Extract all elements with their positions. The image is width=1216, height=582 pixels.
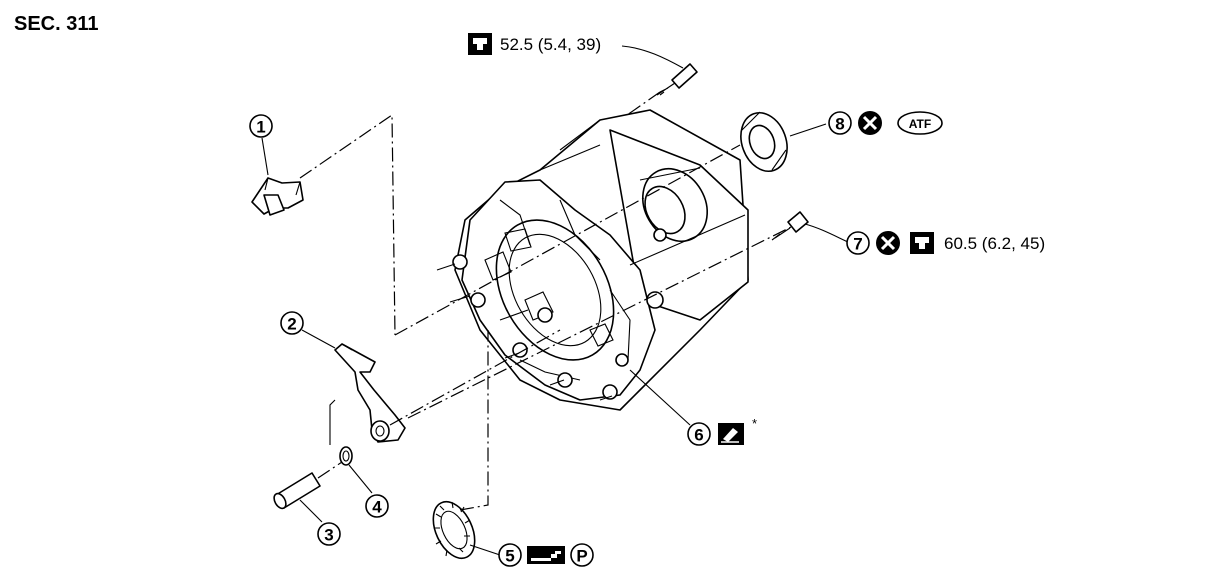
part-3-pin (273, 472, 321, 510)
leader-7 (804, 223, 849, 243)
leader-5 (469, 544, 501, 556)
svg-text:5: 5 (505, 547, 514, 566)
part-7-bolt (771, 211, 809, 241)
axis-line-upper (394, 144, 741, 336)
callout-4: 4 (365, 494, 389, 518)
callout-6: 6 (687, 422, 711, 446)
transfer-case-housing (436, 109, 749, 411)
axis-line-lever (389, 329, 561, 426)
leader-2 (301, 329, 336, 349)
svg-text:3: 3 (324, 526, 333, 545)
leader-4 (348, 464, 373, 494)
leader-8 (789, 123, 827, 137)
part-8-oil-seal (740, 111, 788, 172)
p-circle-icon: P (570, 543, 594, 567)
axis-line-part1 (299, 113, 396, 336)
leader-1 (261, 137, 269, 176)
section-label: SEC. 311 (14, 13, 99, 35)
svg-text:8: 8 (835, 115, 844, 134)
x-replace-icon (876, 231, 900, 255)
svg-text:4: 4 (372, 498, 382, 517)
part-4-washer (339, 446, 353, 466)
torque-spec-7: 60.5 (6.2, 45) (944, 234, 1045, 253)
axis-line-part5 (459, 330, 489, 511)
callout-7: 7 (846, 231, 870, 255)
part-1-bracket (251, 177, 304, 216)
leader-3 (299, 499, 323, 523)
torque-wrench-icon (910, 232, 934, 254)
svg-text:1: 1 (256, 118, 265, 137)
torque-spec-top: 52.5 (5.4, 39) (500, 35, 601, 54)
svg-text:6: 6 (694, 426, 703, 445)
callout-1: 1 (249, 114, 273, 138)
torque-wrench-icon (468, 33, 492, 55)
axis-line-washer (317, 461, 343, 479)
asterisk-note: * (752, 416, 757, 431)
svg-text:P: P (576, 547, 587, 566)
svg-text:7: 7 (853, 235, 862, 254)
part-2-shift-lever (329, 343, 406, 445)
svg-text:ATF: ATF (909, 117, 931, 131)
callout-5: 5 (498, 543, 522, 567)
leader-top-bolt (621, 45, 684, 69)
grease-icon (527, 546, 565, 564)
part-5-thrust-washer (432, 500, 476, 560)
sealant-icon (718, 423, 744, 445)
svg-text:2: 2 (287, 315, 296, 334)
callout-3: 3 (317, 522, 341, 546)
axis-line-lower (407, 224, 796, 419)
leader-6 (629, 369, 691, 426)
x-replace-icon (858, 111, 882, 135)
callout-8: 8 (828, 111, 852, 135)
atf-oval-icon: ATF (897, 111, 943, 135)
callout-2: 2 (280, 311, 304, 335)
